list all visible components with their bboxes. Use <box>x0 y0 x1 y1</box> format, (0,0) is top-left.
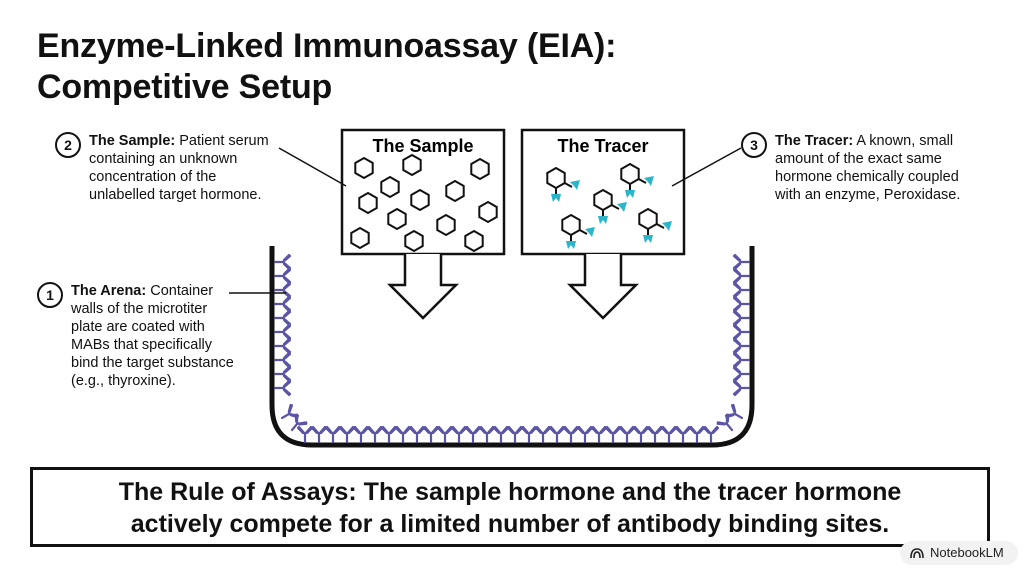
antibody-icon <box>450 425 468 444</box>
antibody-icon <box>548 425 566 444</box>
antibody-icon <box>273 281 292 299</box>
antibody-icon <box>534 425 552 444</box>
antibody-icon <box>352 425 370 444</box>
page-title: Enzyme-Linked Immunoassay (EIA): Competi… <box>37 26 616 108</box>
antibody-icon <box>732 337 751 355</box>
antibody-icon <box>604 425 622 444</box>
callout-number-1: 1 <box>37 282 63 308</box>
antibody-icon <box>632 425 650 444</box>
antibody-icon <box>366 425 384 444</box>
antibody-icon <box>732 379 751 397</box>
tracer-callout-text: hormone chemically coupled <box>775 169 959 185</box>
sample-leader-line <box>278 147 347 187</box>
antibody-icon <box>338 425 356 444</box>
antibody-icon <box>732 267 751 285</box>
tracer-leader-line <box>671 147 742 187</box>
tracer-box-label: The Tracer <box>557 136 648 156</box>
rule-line-2: actively compete for a limited number of… <box>130 510 890 538</box>
antibody-icon <box>408 425 426 444</box>
title-line-1: Enzyme-Linked Immunoassay (EIA): <box>37 27 617 65</box>
tracer-callout-text: with an enzyme, Peroxidase. <box>775 187 961 203</box>
tracer-callout: The Tracer: A known, small amount of the… <box>775 132 995 204</box>
sample-box-label: The Sample <box>372 136 473 156</box>
notebooklm-logo-icon <box>910 548 924 559</box>
notebooklm-badge[interactable]: NotebookLM <box>900 541 1018 565</box>
sample-box <box>340 128 506 320</box>
antibody-icon <box>646 425 664 444</box>
arena-callout-heading: The Arena: <box>71 283 147 299</box>
antibody-icon <box>273 365 292 383</box>
callout-number-3: 3 <box>741 132 767 158</box>
antibody-icon <box>422 425 440 444</box>
sample-callout-text: unlabelled target hormone. <box>89 187 262 203</box>
antibody-icon <box>436 425 454 444</box>
antibody-icon <box>732 295 751 313</box>
rule-of-assays-box: The Rule of Assays: The sample hormone a… <box>30 467 990 547</box>
antibody-coating <box>273 253 751 444</box>
antibody-icon <box>478 425 496 444</box>
arena-callout-text: Container <box>146 283 214 299</box>
arena-callout-text: bind the target substance <box>71 355 234 371</box>
antibody-icon <box>310 425 328 444</box>
tracer-callout-heading: The Tracer: <box>775 133 854 149</box>
antibody-icon <box>732 253 751 271</box>
antibody-icon <box>716 413 734 432</box>
callout-number-2: 2 <box>55 132 81 158</box>
arena-callout: The Arena: Container walls of the microt… <box>71 282 271 390</box>
antibody-icon <box>273 253 292 271</box>
sample-callout-text: Patient serum <box>175 133 269 149</box>
antibody-icon <box>732 309 751 327</box>
antibody-icon <box>273 351 292 369</box>
arena-callout-text: MABs that specifically <box>71 337 213 353</box>
notebooklm-label: NotebookLM <box>930 545 1004 560</box>
arena-callout-text: walls of the microtiter <box>71 301 208 317</box>
antibody-icon <box>724 403 744 420</box>
arena-callout-text: plate are coated with <box>71 319 205 335</box>
antibody-icon <box>732 323 751 341</box>
antibody-icon <box>674 425 692 444</box>
antibody-icon <box>273 323 292 341</box>
antibody-icon <box>590 425 608 444</box>
antibody-icon <box>732 351 751 369</box>
tracer-arrow-icon <box>566 254 640 320</box>
sample-callout-text: containing an unknown <box>89 151 238 167</box>
antibody-icon <box>273 309 292 327</box>
sample-arrow-icon <box>386 254 460 320</box>
sample-callout-heading: The Sample: <box>89 133 176 149</box>
antibody-icon <box>576 425 594 444</box>
tracer-box <box>520 128 686 320</box>
antibody-icon <box>273 267 292 285</box>
rule-line-1: The Rule of Assays: The sample hormone a… <box>118 478 902 506</box>
antibody-icon <box>273 379 292 397</box>
antibody-icon <box>520 425 538 444</box>
antibody-icon <box>702 425 720 444</box>
tracer-callout-text: amount of the exact same <box>775 151 942 167</box>
antibody-icon <box>732 281 751 299</box>
antibody-icon <box>732 365 751 383</box>
antibody-icon <box>273 295 292 313</box>
title-line-2: Competitive Setup <box>37 68 333 106</box>
antibody-icon <box>324 425 342 444</box>
sample-callout-text: concentration of the <box>89 169 217 185</box>
antibody-icon <box>273 337 292 355</box>
arena-callout-text: (e.g., thyroxine). <box>71 373 176 389</box>
antibody-icon <box>394 425 412 444</box>
antibody-icon <box>380 425 398 444</box>
antibody-icon <box>492 425 510 444</box>
antibody-icon <box>562 425 580 444</box>
antibody-icon <box>290 413 308 432</box>
antibody-icon <box>688 425 706 444</box>
tracer-callout-text: A known, small <box>853 133 954 149</box>
antibody-icon <box>506 425 524 444</box>
antibody-icon <box>296 425 314 444</box>
antibody-icon <box>660 425 678 444</box>
antibody-icon <box>618 425 636 444</box>
microtiter-well <box>269 246 755 448</box>
sample-callout: The Sample: Patient serum containing an … <box>89 132 289 204</box>
antibody-icon <box>464 425 482 444</box>
antibody-icon <box>280 403 300 420</box>
